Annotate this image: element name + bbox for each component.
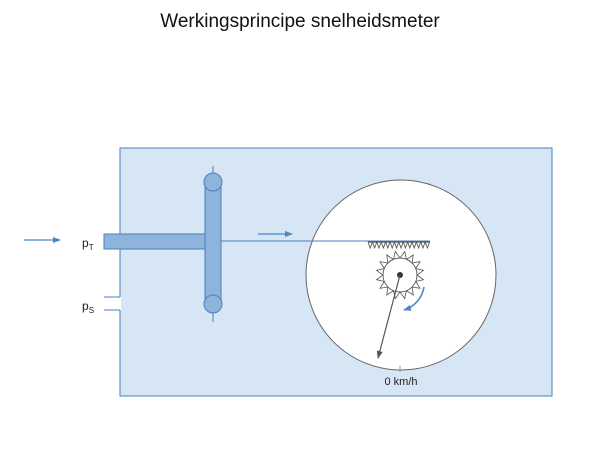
- gear-teeth: [375, 250, 425, 300]
- rotation-arrow-icon: [403, 286, 425, 311]
- tube-junction: [206, 234, 220, 249]
- rack-teeth: [367, 240, 431, 250]
- static-port-walls: [104, 296, 120, 311]
- total-pressure-label: pT: [82, 236, 94, 252]
- static-port-gap: [104, 297, 121, 310]
- pitot-tube: [103, 233, 211, 250]
- diagram-title: Werkingsprincipe snelheidsmeter: [160, 11, 440, 32]
- dial-zero-label: 0 km/h: [384, 376, 417, 388]
- diaphragm-top-bulb: [203, 172, 223, 192]
- static-pressure-label: pS: [82, 299, 94, 315]
- dial-needle: [376, 274, 401, 359]
- diaphragm-bottom-bulb: [203, 294, 223, 314]
